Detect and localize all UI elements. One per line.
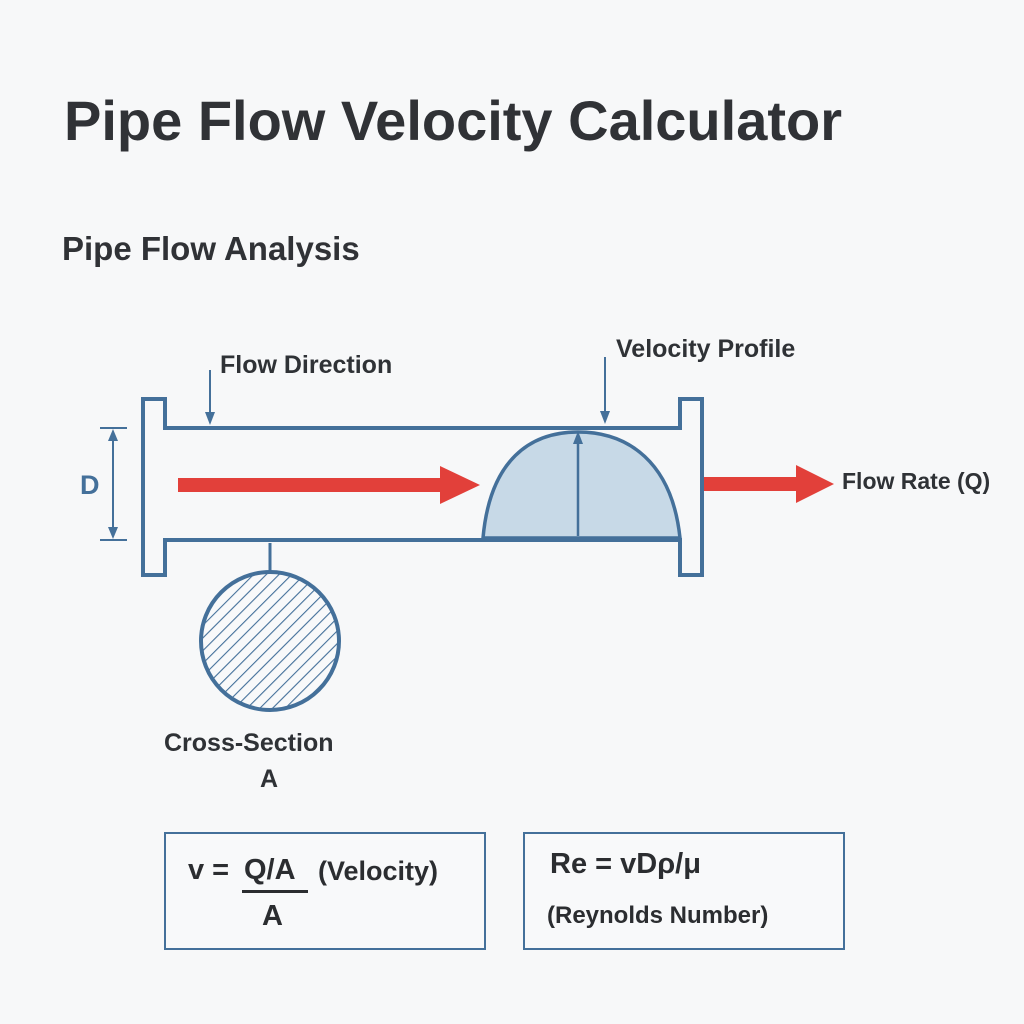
diameter-arrowhead-bottom [108,527,118,539]
velocity-formula-numerator: Q/A [244,854,296,886]
cross-section-circle [199,570,341,712]
flow-direction-leader-head [205,412,215,425]
flow-rate-arrow-shaft [704,477,800,491]
diameter-label: D [80,470,100,500]
page-title: Pipe Flow Velocity Calculator [64,89,842,152]
reynolds-formula-equation: Re = vDρ/μ [550,848,701,880]
velocity-profile-leader-head [600,411,610,424]
velocity-profile-label: Velocity Profile [616,335,795,363]
flow-rate-arrow-head [796,465,834,503]
diameter-arrowhead-top [108,429,118,441]
cross-section-hatch [201,572,339,710]
reynolds-formula-note: (Reynolds Number) [547,902,769,929]
pipe-outline [141,397,704,577]
velocity-formula-denominator: A [262,900,283,932]
reynolds-formula-box: Re = vDρ/μ (Reynolds Number) [523,832,845,950]
velocity-profile-shape [481,430,682,540]
flow-rate-label: Flow Rate (Q) [842,468,990,494]
flow-direction-label: Flow Direction [220,351,392,379]
flow-arrow-shaft [178,478,444,492]
cross-section-label: Cross-Section [164,729,333,757]
velocity-formula-box: v = Q/A A (Velocity) [164,832,486,950]
fraction-bar [242,890,308,893]
section-subtitle: Pipe Flow Analysis [62,230,360,267]
velocity-formula-note: (Velocity) [318,856,439,886]
flow-arrow-head [440,466,480,504]
area-symbol-label: A [260,765,278,793]
velocity-profile-arrowhead [573,431,583,444]
velocity-formula-lhs: v = [188,854,230,886]
